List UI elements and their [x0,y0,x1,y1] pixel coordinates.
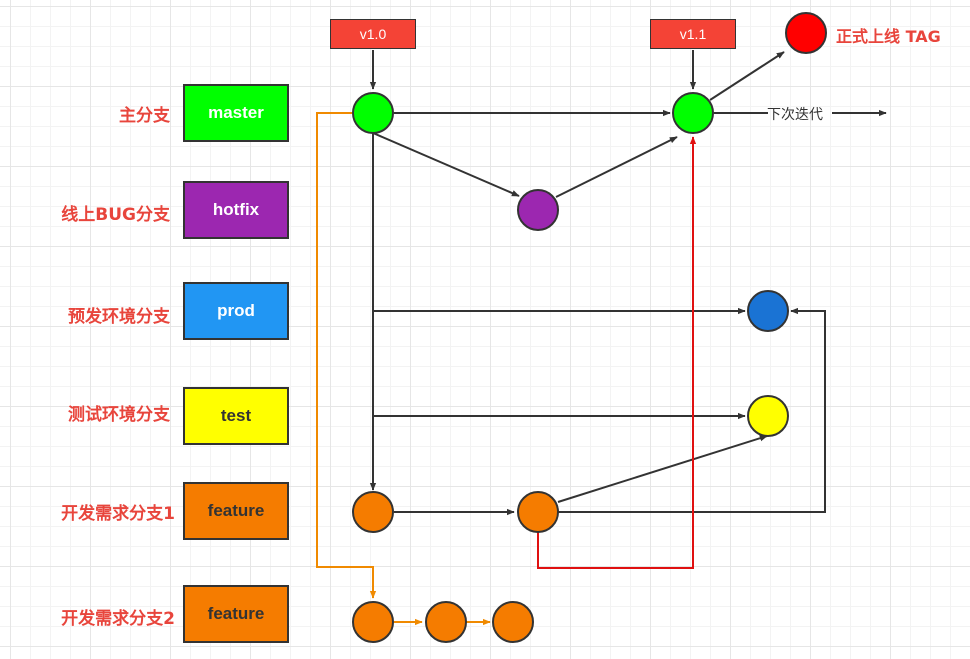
branch-box-label: test [220,406,252,425]
edge-feature1-to-test [557,435,768,503]
row-label-test: 测试环境分支 [68,405,170,425]
feature1-node-b[interactable] [517,491,559,533]
row-label-master: 主分支 [119,106,170,126]
branch-box-label: hotfix [212,200,260,219]
branch-box-hotfix[interactable]: hotfix [183,181,289,239]
release-tag-label: 正式上线 TAG [836,27,941,46]
branch-box-master[interactable]: master [183,84,289,142]
row-label-hotfix: 线上BUG分支 [61,205,170,225]
branch-box-prod[interactable]: prod [183,282,289,340]
branch-box-feature1[interactable]: feature [183,482,289,540]
row-label-prod: 预发环境分支 [68,307,170,327]
release-tag-node[interactable] [785,12,827,54]
tag-v1.0[interactable]: v1.0 [330,19,416,49]
next-iteration-label: 下次迭代 [767,107,823,123]
edge-hotfix-to-master [555,136,678,198]
feature2-node-b[interactable] [425,601,467,643]
master-node-v1.0[interactable] [352,92,394,134]
branch-box-label: prod [217,301,255,320]
feature1-node-a[interactable] [352,491,394,533]
prod-node[interactable] [747,290,789,332]
row-label-feature1: 开发需求分支1 [61,504,175,524]
branch-box-test[interactable]: test [183,387,289,445]
branch-box-label: master [208,103,264,122]
branch-box-feature2[interactable]: feature [183,585,289,643]
feature2-node-c[interactable] [492,601,534,643]
test-node[interactable] [747,395,789,437]
edge-master-to-release [709,51,785,101]
tag-label: v1.0 [359,26,387,42]
feature2-node-a[interactable] [352,601,394,643]
hotfix-node[interactable] [517,189,559,231]
tag-v1.1[interactable]: v1.1 [650,19,736,49]
edge-feature1-to-master-release [537,136,697,569]
edge-master-to-feature2 [316,112,377,599]
tag-label: v1.1 [679,26,707,42]
master-node-v1.1[interactable] [672,92,714,134]
branch-box-label: feature [207,604,265,623]
edge-feature1-to-prod [558,307,826,513]
row-label-feature2: 开发需求分支2 [61,609,175,629]
branch-box-label: feature [207,501,265,520]
edge-master-to-hotfix [372,132,520,197]
